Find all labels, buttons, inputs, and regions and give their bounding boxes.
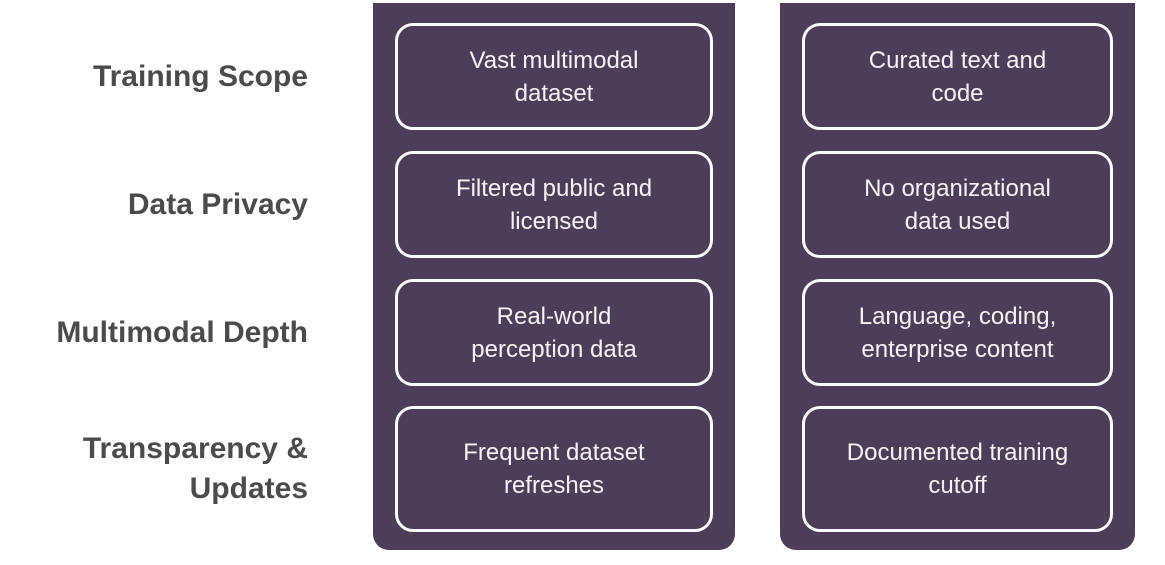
row-label-training-scope: Training Scope [92,59,308,93]
right-column: Curated text and code No organizational … [780,3,1135,550]
left-box-data-privacy: Filtered public and licensed [395,151,713,258]
row-labels: Training Scope Data Privacy Multimodal D… [0,3,308,550]
left-box-training-scope: Vast multimodal dataset [395,23,713,130]
right-box-multimodal-depth: Language, coding, enterprise content [802,279,1113,386]
right-box-data-privacy: No organizational data used [802,151,1113,258]
row-label-multimodal-depth: Multimodal Depth [56,315,308,349]
left-column: Vast multimodal dataset Filtered public … [373,3,735,550]
right-box-training-scope: Curated text and code [802,23,1113,130]
right-box-transparency-updates: Documented training cutoff [802,406,1113,532]
left-box-transparency-updates: Frequent dataset refreshes [395,406,713,532]
row-label-transparency-updates: Transparency & Updates [82,432,308,505]
row-label-data-privacy: Data Privacy [127,187,308,221]
left-box-multimodal-depth: Real-world perception data [395,279,713,386]
